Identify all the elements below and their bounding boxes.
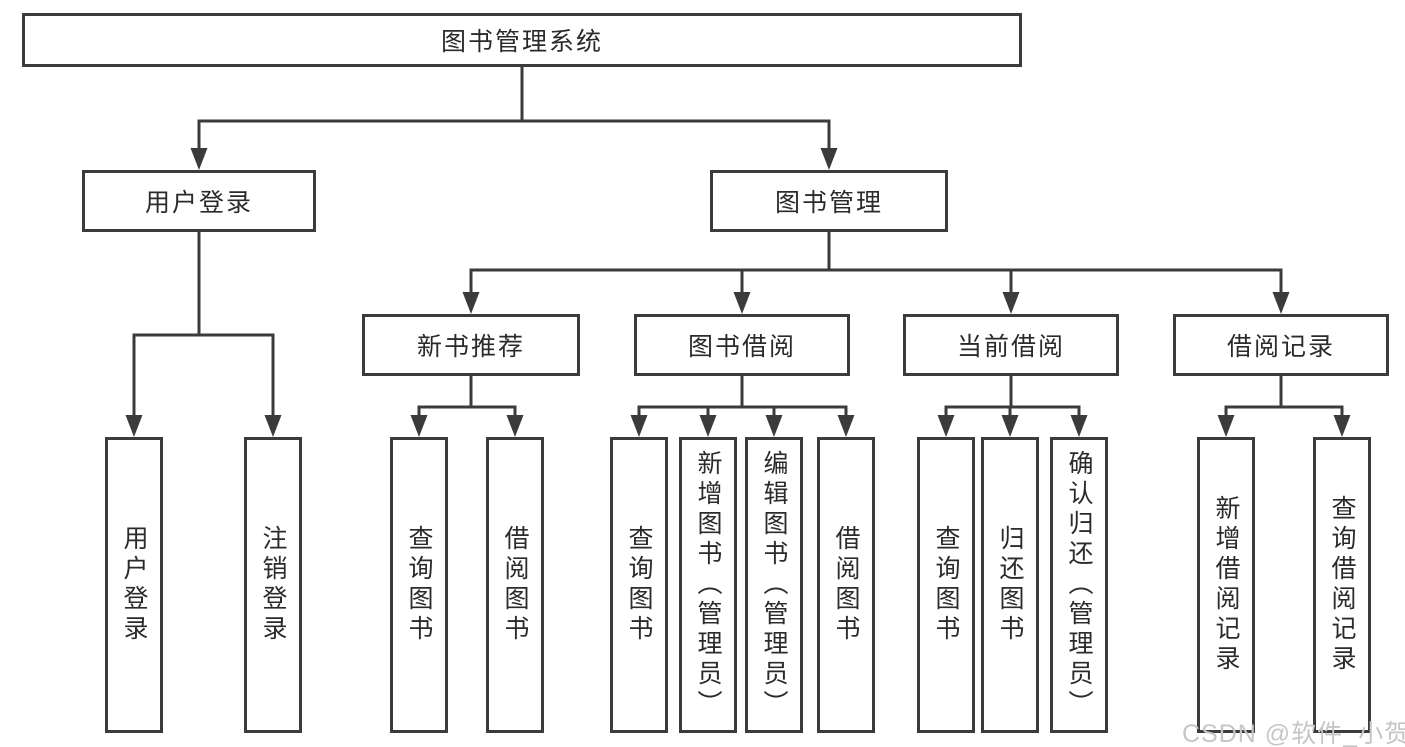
leaf-borrowing-query-books: 查询图书 bbox=[610, 437, 668, 733]
leaf-records-query-record: 查询借阅记录 bbox=[1313, 437, 1371, 733]
node-label: 图书借阅 bbox=[687, 333, 796, 361]
leaf-label: 注销登录 bbox=[259, 525, 287, 645]
node-book-borrowing: 图书借阅 bbox=[634, 314, 850, 376]
leaf-current-return-books: 归还图书 bbox=[981, 437, 1039, 733]
leaf-label: 用户登录 bbox=[120, 525, 148, 645]
leaf-user-login: 用户登录 bbox=[105, 437, 163, 733]
leaf-label: 查询图书 bbox=[625, 525, 653, 645]
leaf-newbook-query-books: 查询图书 bbox=[390, 437, 448, 733]
arrowhead-icons bbox=[125, 148, 1351, 437]
node-label: 图书管理系统 bbox=[440, 28, 603, 56]
leaf-logout: 注销登录 bbox=[244, 437, 302, 733]
node-label: 用户登录 bbox=[144, 189, 253, 217]
leaf-records-add-record: 新增借阅记录 bbox=[1197, 437, 1255, 733]
leaf-label: 编辑图书（管理员） bbox=[760, 450, 788, 720]
leaf-label: 归还图书 bbox=[996, 525, 1024, 645]
leaf-borrowing-edit-books-admin: 编辑图书（管理员） bbox=[745, 437, 803, 733]
csdn-watermark: CSDN @软件_小贺同学 bbox=[1182, 720, 1405, 747]
node-user-login: 用户登录 bbox=[82, 170, 316, 232]
leaf-label: 查询借阅记录 bbox=[1328, 495, 1356, 675]
node-label: 图书管理 bbox=[774, 189, 883, 217]
node-label: 借阅记录 bbox=[1226, 333, 1335, 361]
leaf-label: 借阅图书 bbox=[832, 525, 860, 645]
leaf-current-query-books: 查询图书 bbox=[917, 437, 975, 733]
leaf-current-confirm-return-admin: 确认归还（管理员） bbox=[1050, 437, 1108, 733]
node-new-book-recommend: 新书推荐 bbox=[362, 314, 580, 376]
node-borrowing-records: 借阅记录 bbox=[1173, 314, 1389, 376]
leaf-borrowing-borrow-books: 借阅图书 bbox=[817, 437, 875, 733]
leaf-label: 确认归还（管理员） bbox=[1065, 450, 1093, 720]
node-current-borrowing: 当前借阅 bbox=[903, 314, 1119, 376]
leaf-newbook-borrow-books: 借阅图书 bbox=[486, 437, 544, 733]
leaf-label: 新增图书（管理员） bbox=[694, 450, 722, 720]
leaf-label: 查询图书 bbox=[932, 525, 960, 645]
node-system-root: 图书管理系统 bbox=[22, 13, 1022, 67]
node-label: 当前借阅 bbox=[956, 333, 1065, 361]
leaf-borrowing-add-books-admin: 新增图书（管理员） bbox=[679, 437, 737, 733]
node-label: 新书推荐 bbox=[416, 333, 525, 361]
node-book-management: 图书管理 bbox=[710, 170, 948, 232]
leaf-label: 借阅图书 bbox=[501, 525, 529, 645]
leaf-label: 新增借阅记录 bbox=[1212, 495, 1240, 675]
leaf-label: 查询图书 bbox=[405, 525, 433, 645]
